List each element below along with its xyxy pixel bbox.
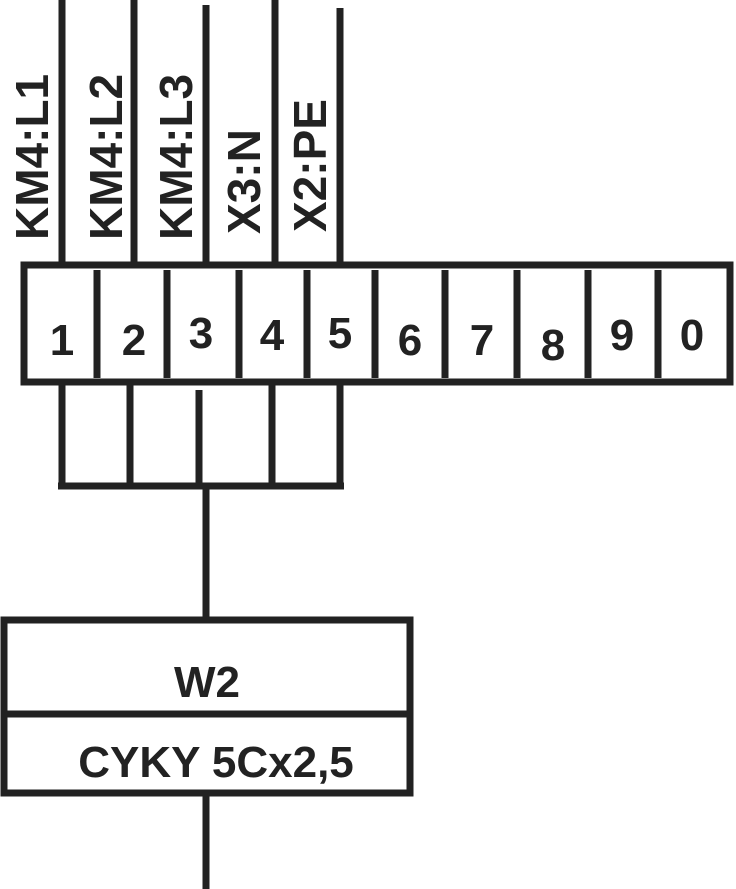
terminal-number: 5 bbox=[328, 309, 352, 358]
terminal-number: 2 bbox=[122, 316, 146, 365]
terminal-block: 1 2 3 4 5 6 7 8 9 0 bbox=[20, 261, 734, 386]
cable-box: W2 CYKY 5Cx2,5 bbox=[0, 616, 414, 797]
terminal-number: 1 bbox=[50, 316, 74, 365]
terminal-number: 7 bbox=[470, 316, 494, 365]
terminal-number: 0 bbox=[680, 311, 704, 360]
terminal-numbers: 1 2 3 4 5 6 7 8 9 0 bbox=[50, 309, 704, 370]
terminal-number: 6 bbox=[398, 316, 422, 365]
wire-label-1: KM4:L1 bbox=[6, 74, 58, 240]
wire-label-3: KM4:L3 bbox=[150, 74, 202, 240]
wire-label-5: X2:PE bbox=[284, 99, 336, 232]
wire-labels: KM4:L1 KM4:L2 KM4:L3 X3:N X2:PE bbox=[6, 74, 336, 240]
terminal-dividers bbox=[93, 270, 662, 378]
terminal-block-frame bbox=[20, 261, 734, 386]
wire-label-4: X3:N bbox=[218, 129, 270, 234]
cable-name: W2 bbox=[174, 658, 240, 707]
terminal-number: 4 bbox=[260, 311, 285, 360]
cable-box-frame bbox=[0, 616, 414, 797]
terminal-number: 8 bbox=[541, 321, 565, 370]
incoming-wires bbox=[58, 0, 344, 265]
cable-type: CYKY 5Cx2,5 bbox=[78, 738, 354, 787]
outgoing-bundle bbox=[58, 385, 344, 889]
wire-label-2: KM4:L2 bbox=[80, 74, 132, 240]
terminal-number: 9 bbox=[610, 311, 634, 360]
terminal-number: 3 bbox=[189, 309, 213, 358]
